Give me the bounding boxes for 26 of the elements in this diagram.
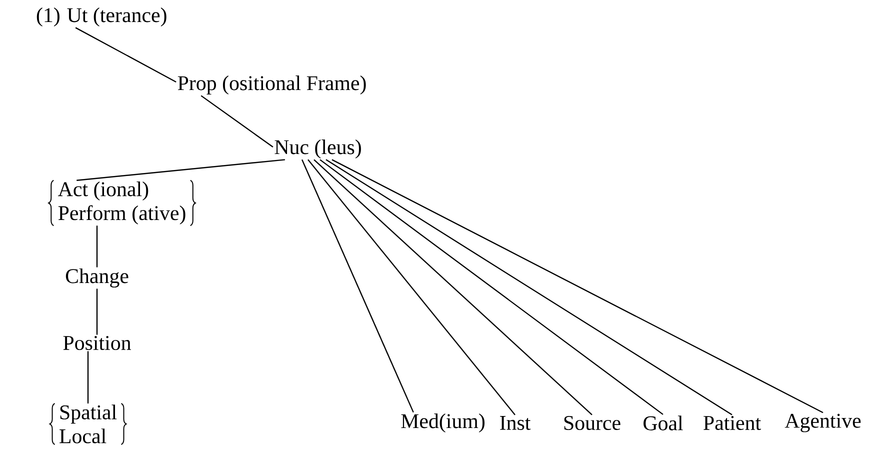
- tree-branch-line: [326, 159, 732, 416]
- tree-node-label: Act (ional) Perform (ative): [58, 182, 186, 224]
- tree-branch-line: [87, 351, 89, 404]
- tree-branch-line: [301, 159, 414, 413]
- tree-node-label: Nuc (leus): [274, 140, 361, 158]
- tree-node-label: Change: [66, 268, 128, 288]
- tree-branch-line: [332, 159, 824, 414]
- tree-node-label: Agentive: [784, 414, 861, 432]
- tree-node-label: Patient: [704, 416, 761, 430]
- tree-node-label: Med(ium): [401, 414, 484, 432]
- tree-branch-line: [200, 95, 274, 148]
- tree-node-label: Source: [564, 416, 620, 430]
- tree-branch-line: [76, 159, 285, 181]
- tree-branch-line: [75, 27, 176, 83]
- tree-branch-line: [320, 159, 664, 415]
- tree-branch-line: [314, 159, 592, 416]
- tree-node-label: Spatial Local: [60, 404, 117, 444]
- tree-node-label: Prop (ositional Frame): [178, 76, 366, 94]
- example-number: (1): [36, 8, 60, 26]
- tree-branch-line: [96, 288, 98, 335]
- tree-node-label: Position: [63, 336, 131, 350]
- tree-node-label: Ut (terance): [67, 8, 166, 26]
- tree-node-label: Inst: [500, 416, 531, 430]
- tree-branch-line: [96, 226, 98, 268]
- tree-node-label: Goal: [644, 416, 683, 430]
- tree-branch-line: [308, 159, 516, 416]
